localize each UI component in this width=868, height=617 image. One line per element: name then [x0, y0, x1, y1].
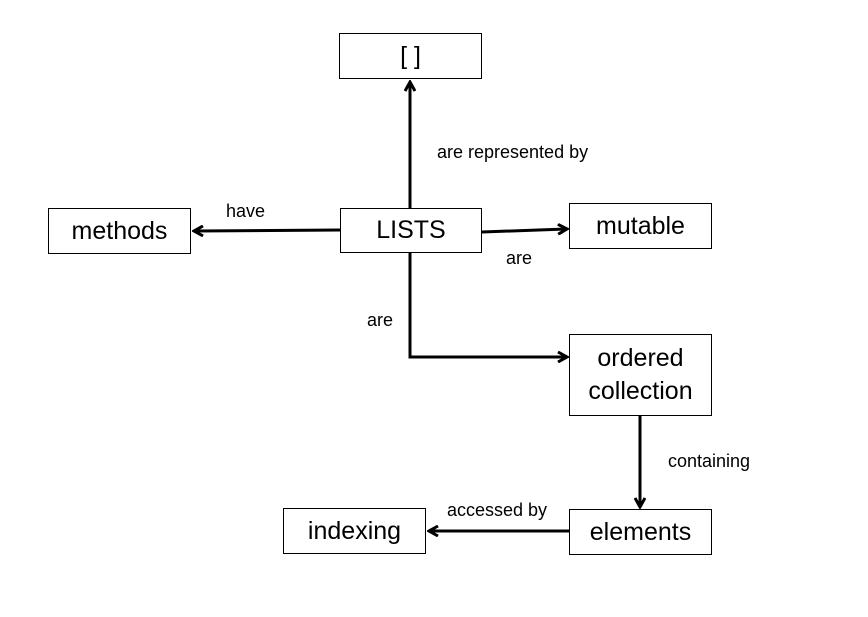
- label-containing: containing: [668, 451, 751, 471]
- label-are-represented-by: are represented by: [437, 142, 589, 162]
- label-accessed-by: accessed by: [447, 500, 548, 520]
- edge-lists-to-ordered-collection: [408, 253, 566, 357]
- edge-lists-to-methods: [195, 230, 341, 231]
- label-have: have: [226, 201, 266, 221]
- label-are-ordered: are: [367, 310, 394, 330]
- node-brackets: [ ]: [339, 33, 482, 79]
- edge-lists-to-mutable: [481, 229, 566, 232]
- node-lists: LISTS: [340, 208, 482, 253]
- node-elements: elements: [569, 509, 712, 555]
- node-indexing: indexing: [283, 508, 426, 554]
- node-methods: methods: [48, 208, 191, 254]
- node-ordered-collection: ordered collection: [569, 334, 712, 416]
- node-mutable: mutable: [569, 203, 712, 249]
- label-are-mutable: are: [506, 248, 533, 268]
